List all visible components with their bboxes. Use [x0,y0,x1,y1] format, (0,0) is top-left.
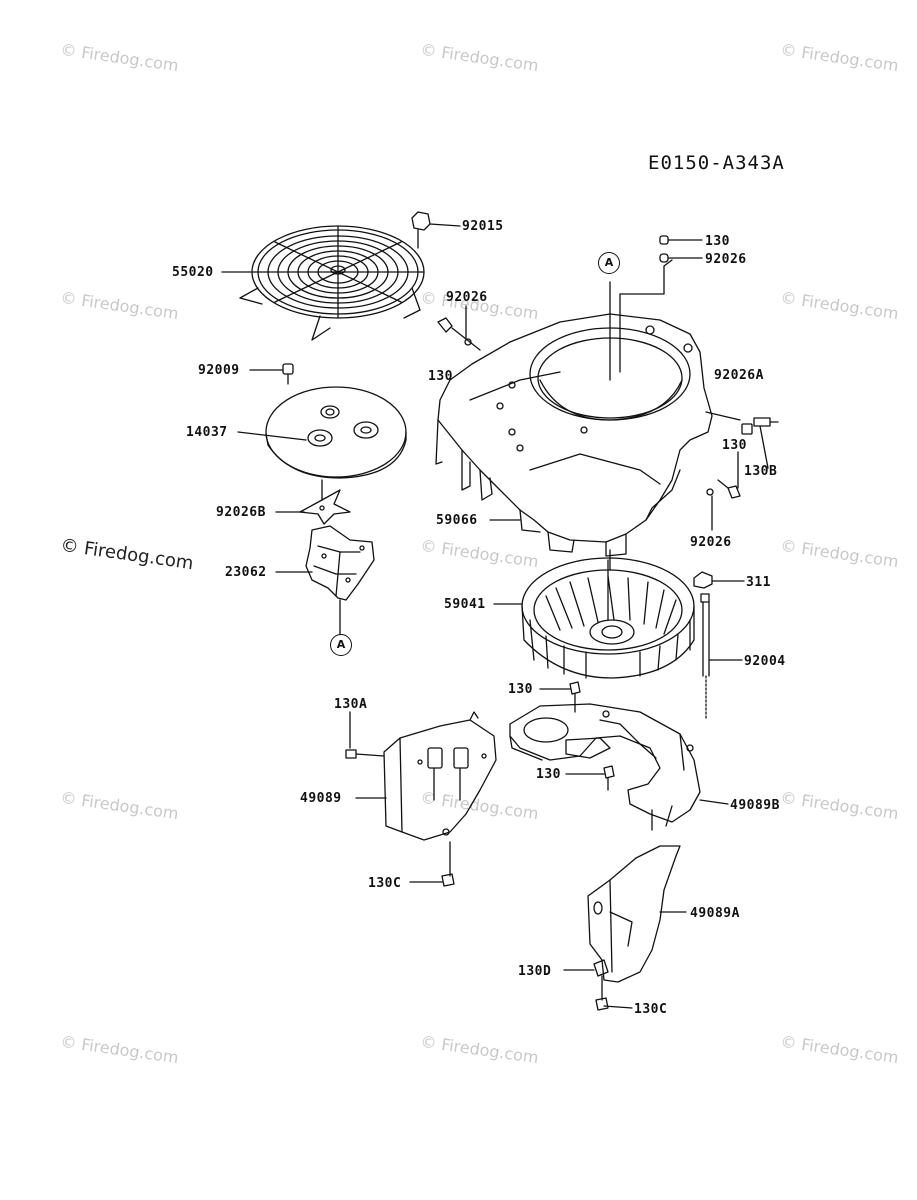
baffle-plate-49089b [509,681,729,831]
stud-and-nut [693,571,745,721]
baffle-49089a [563,845,687,1011]
part-label-130-top: 130 [705,234,730,249]
part-label-130-left: 130 [428,369,453,384]
part-label-92015: 92015 [462,219,504,234]
bracket-23062 [275,525,375,635]
part-label-130-right: 130 [722,438,747,453]
baffle-49089 [345,711,497,887]
part-label-130c-left: 130C [368,876,402,891]
part-label-59041: 59041 [444,597,486,612]
flywheel-fan [493,557,695,679]
diagram-code: E0150-A343A [648,152,785,174]
part-label-130-plate2: 130 [536,767,561,782]
part-label-130a: 130A [334,697,368,712]
part-label-92026-mid: 92026 [446,290,488,305]
part-label-92004: 92004 [744,654,786,669]
spacer-bracket-92026b [275,479,351,525]
reference-marker-a: A [598,252,620,274]
part-label-49089a: 49089A [690,906,740,921]
part-label-92026a: 92026A [714,368,764,383]
part-label-92026-top: 92026 [705,252,747,267]
part-label-130c-right: 130C [634,1002,668,1017]
reference-marker-a: A [330,634,352,656]
part-label-130d: 130D [518,964,552,979]
hardware-top [437,235,779,531]
part-label-49089b: 49089B [730,798,780,813]
part-label-130-plate: 130 [508,682,533,697]
part-label-92026b: 92026B [216,505,266,520]
bolt-92009 [249,363,294,385]
part-label-23062: 23062 [225,565,267,580]
part-label-49089: 49089 [300,791,342,806]
part-label-130b: 130B [744,464,778,479]
fan-guard-grille [239,225,425,341]
part-label-92009: 92009 [198,363,240,378]
part-label-92026-low: 92026 [690,535,732,550]
part-label-311: 311 [746,575,771,590]
part-label-59066: 59066 [436,513,478,528]
part-label-14037: 14037 [186,425,228,440]
nut-92015 [411,211,461,249]
part-label-55020: 55020 [172,265,214,280]
blower-housing [435,259,741,571]
cover-plate [237,386,407,479]
